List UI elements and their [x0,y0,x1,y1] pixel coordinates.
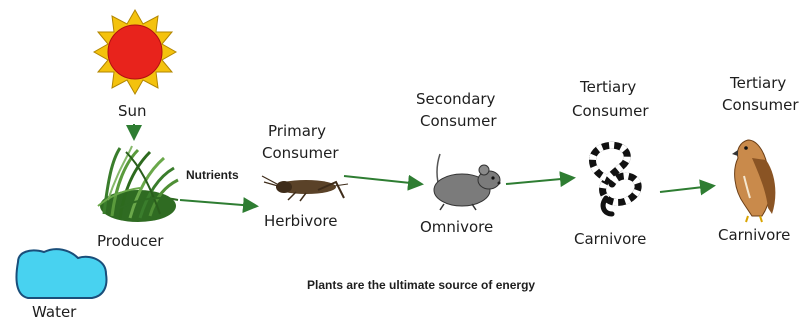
primary-title-line1: Primary [268,124,326,139]
grass-icon [98,146,178,222]
tertiary-hawk-role-label: Carnivore [718,228,790,243]
arrow-snake-to-hawk [660,186,712,192]
cricket-icon [262,176,348,201]
hawk-icon [732,140,775,222]
arrow-secondary-to-snake [506,178,572,184]
producer-label: Producer [97,234,163,249]
arrow-primary-to-secondary [344,176,420,184]
sun-icon [94,10,176,94]
secondary-title-line1: Secondary [416,92,495,107]
tertiary-hawk-title-line2: Consumer [722,98,799,113]
snake-icon [593,145,639,214]
tertiary-hawk-title-line1: Tertiary [730,76,786,91]
nutrients-label: Nutrients [186,169,239,181]
tertiary-snake-role-label: Carnivore [574,232,646,247]
secondary-title-line2: Consumer [420,114,497,129]
mouse-icon [434,154,501,210]
tertiary-snake-title-line2: Consumer [572,104,649,119]
water-label: Water [32,305,76,320]
arrow-producer-to-primary [180,200,255,206]
primary-role-label: Herbivore [264,214,337,229]
water-icon [16,249,106,298]
tertiary-snake-title-line1: Tertiary [580,80,636,95]
caption: Plants are the ultimate source of energy [307,279,535,291]
sun-label: Sun [118,104,147,119]
secondary-role-label: Omnivore [420,220,493,235]
primary-title-line2: Consumer [262,146,339,161]
